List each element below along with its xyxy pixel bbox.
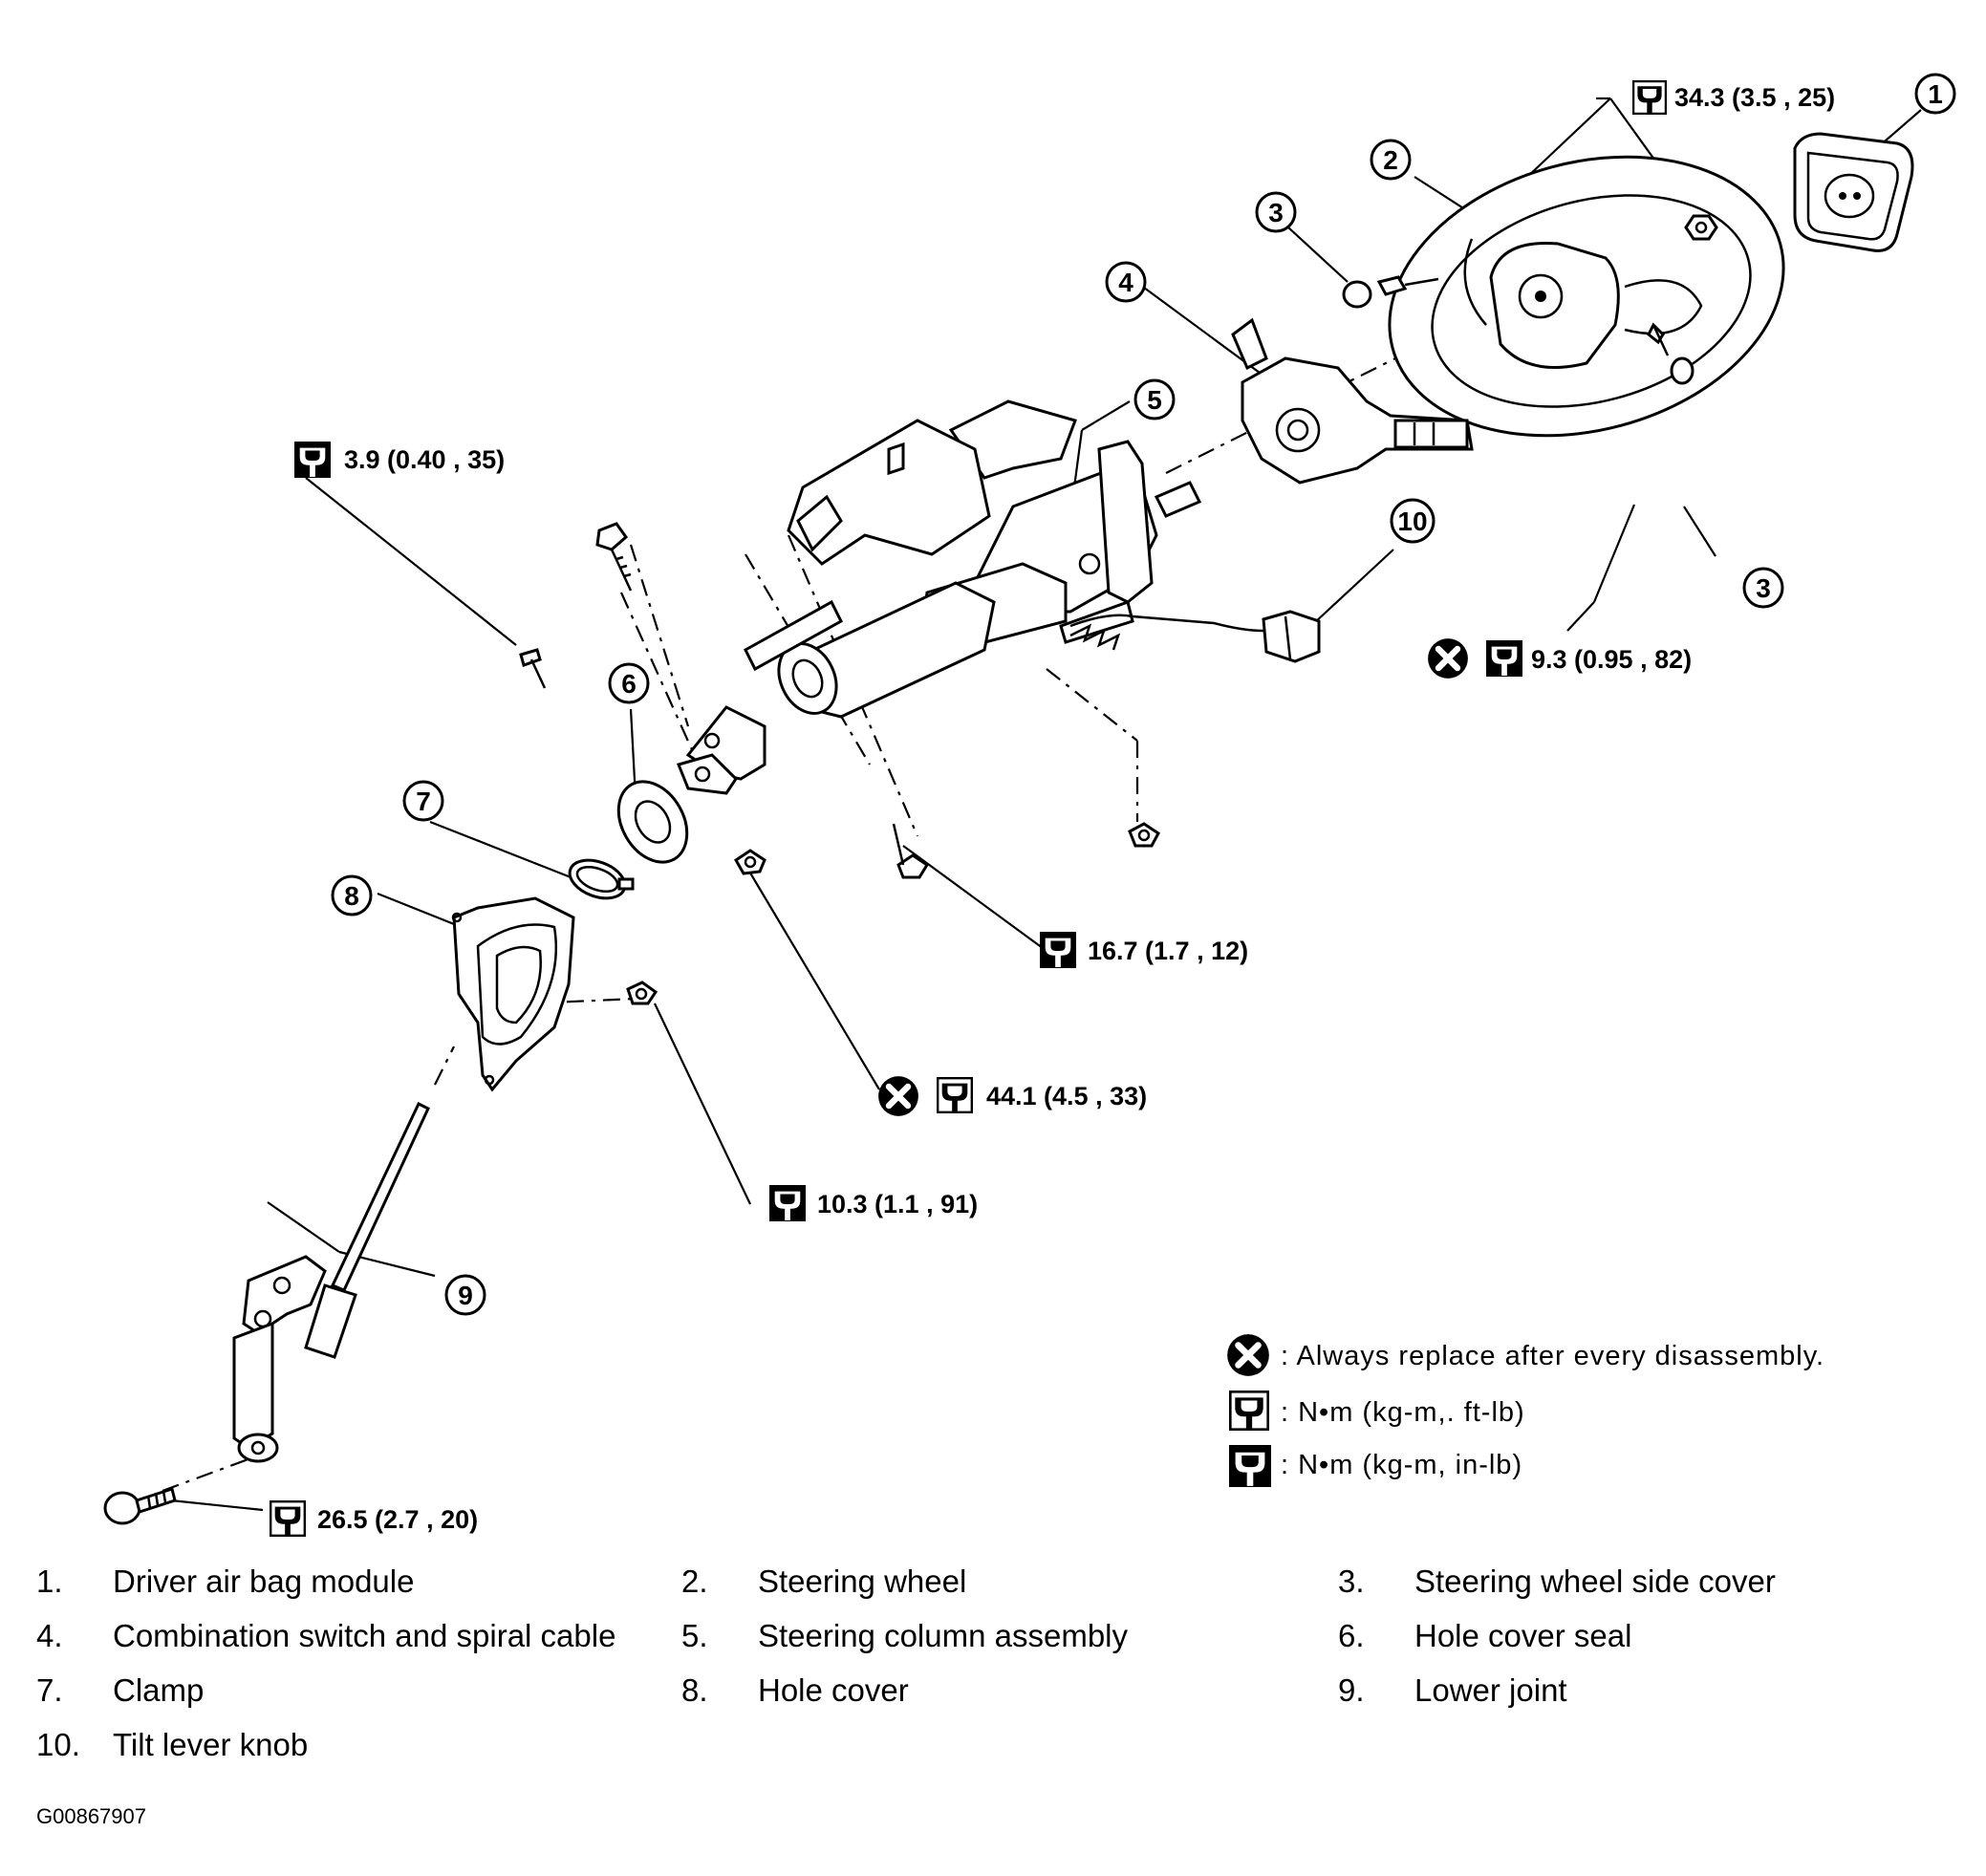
torque-spec-34-3: 34.3 (3.5 , 25) [1632,80,1835,115]
svg-text:44.1 (4.5 , 33): 44.1 (4.5 , 33) [986,1082,1147,1111]
torque-wrench-black-icon [769,1185,806,1221]
torque-wrench-black-icon [1040,932,1076,968]
lower-joint-bolt [103,1487,177,1525]
torque-spec-10-3: 10.3 (1.1 , 91) [769,1185,978,1221]
torque-spec-26-5: 26.5 (2.7 , 20) [270,1500,478,1537]
steering-column-assembly [744,399,1202,719]
callout-3-lower: 3 [1742,567,1784,609]
legend-replace: : Always replace after every disassembly… [1227,1334,1824,1376]
svg-text:4: 4 [1118,268,1133,297]
parts-list: 1.Driver air bag module 2.Steering wheel… [0,1563,1986,1811]
upper-universal-joint [676,705,766,795]
torque-wrench-black-icon [1229,1445,1271,1487]
wheel-fasteners [1342,214,1718,385]
parts-list-item: 2.Steering wheel [681,1563,967,1599]
svg-text:7: 7 [416,787,431,816]
legend: : Always replace after every disassembly… [1227,1334,1824,1487]
svg-text:34.3 (3.5 , 25): 34.3 (3.5 , 25) [1674,83,1835,112]
callout-4: 4 [1105,261,1147,303]
torque-wrench-white-icon [1229,1391,1269,1431]
parts-list-item: 5.Steering column assembly [681,1618,1129,1653]
legend-in-lb: : N•m (kg-m, in-lb) [1229,1445,1522,1487]
svg-text:5: 5 [1147,385,1162,415]
callout-8: 8 [331,874,373,916]
figure-code: G00867907 [36,1804,146,1828]
svg-text:1: 1 [1928,79,1943,109]
svg-text:8: 8 [344,881,359,911]
torque-spec-44-1: 44.1 (4.5 , 33) [878,1076,1147,1116]
callout-2: 2 [1370,139,1412,181]
callout-9: 9 [444,1274,486,1316]
torque-wrench-black-icon [294,442,331,478]
svg-text:3: 3 [1268,198,1284,227]
replace-x-icon [878,1076,918,1116]
clamp [568,858,635,900]
parts-list-item: 1.Driver air bag module [36,1563,415,1599]
parts-list-item: 7.Clamp [36,1672,205,1708]
torque-wrench-white-icon [937,1077,973,1113]
callout-6: 6 [608,662,650,704]
torque-wrench-white-icon [1632,80,1667,115]
svg-text:16.7 (1.7 , 12): 16.7 (1.7 , 12) [1088,937,1248,965]
callout-3-upper: 3 [1255,191,1297,233]
svg-text:6: 6 [621,669,637,699]
parts-list-item: 9.Lower joint [1338,1672,1567,1708]
callout-5: 5 [1133,378,1176,420]
svg-text:2: 2 [1383,145,1398,175]
callout-10: 10 [1390,498,1436,544]
parts-list-item: 3.Steering wheel side cover [1338,1563,1776,1599]
torque-spec-3-9: 3.9 (0.40 , 35) [294,442,505,478]
hole-cover [451,896,575,1092]
replace-x-icon [1227,1334,1269,1376]
parts-list-item: 4.Combination switch and spiral cable [36,1618,616,1653]
torque-wrench-black-icon [1486,640,1522,677]
torque-spec-9-3: 9.3 (0.95 , 82) [1428,638,1692,679]
svg-text:3: 3 [1756,573,1771,603]
svg-text:9.3 (0.95 , 82): 9.3 (0.95 , 82) [1531,645,1692,674]
air-bag-module [1793,132,1914,252]
parts-list-item: 10.Tilt lever knob [36,1727,309,1762]
column-fasteners [519,522,1160,1005]
svg-text:10: 10 [1397,507,1427,536]
callout-1: 1 [1914,73,1956,115]
callout-7: 7 [402,780,444,822]
svg-text:10.3 (1.1 , 91): 10.3 (1.1 , 91) [817,1190,978,1218]
svg-text:: N•m (kg-m,. ft-lb): : N•m (kg-m,. ft-lb) [1281,1397,1525,1428]
legend-ft-lb: : N•m (kg-m,. ft-lb) [1229,1391,1525,1431]
parts-list-item: 6.Hole cover seal [1338,1618,1632,1653]
svg-text:3.9 (0.40 , 35): 3.9 (0.40 , 35) [344,445,505,474]
lower-joint [232,1101,430,1463]
torque-spec-16-7: 16.7 (1.7 , 12) [1040,932,1248,968]
svg-text:26.5 (2.7 , 20): 26.5 (2.7 , 20) [317,1505,478,1534]
svg-text:: N•m (kg-m, in-lb): : N•m (kg-m, in-lb) [1281,1450,1522,1480]
svg-text:: Always replace after every d: : Always replace after every disassembly… [1281,1341,1824,1371]
combination-switch [1231,317,1474,485]
tilt-lever-knob [1069,610,1321,663]
torque-wrench-white-icon [270,1500,306,1537]
leader-lines [142,97,1922,1512]
replace-x-icon [1428,638,1468,679]
parts-list-item: 8.Hole cover [681,1672,909,1708]
hole-cover-seal [616,780,689,864]
svg-text:9: 9 [458,1281,473,1310]
